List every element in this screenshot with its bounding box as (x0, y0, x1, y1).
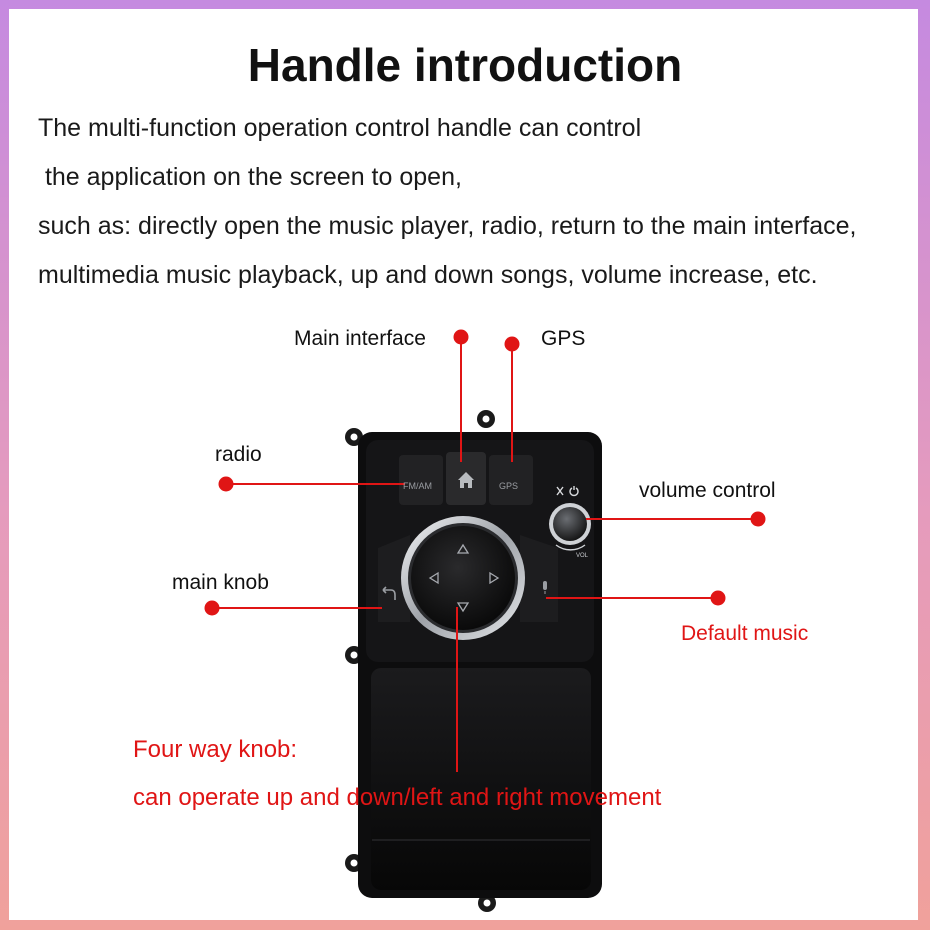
knob-note-description: can operate up and down/left and right m… (133, 784, 662, 811)
callout-dots (204, 329, 766, 616)
fm-am-button-label[interactable]: FM/AM (403, 481, 432, 491)
intro-line-3: such as: directly open the music player,… (38, 212, 857, 240)
callout-main-interface: Main interface (294, 327, 426, 350)
top-button-row (399, 452, 533, 505)
gps-button-label[interactable]: GPS (499, 481, 519, 491)
callout-lines (212, 337, 758, 772)
main-knob[interactable] (401, 516, 525, 640)
vol-label: VOL (576, 553, 589, 559)
callout-gps: GPS (541, 327, 586, 350)
callout-radio: radio (215, 443, 262, 466)
intro-line-2: the application on the screen to open, (38, 163, 462, 191)
volume-knob[interactable] (549, 503, 591, 551)
lower-panel (371, 668, 591, 890)
callout-default-music: Default music (681, 622, 809, 645)
intro-line-4: multimedia music playback, up and down s… (38, 261, 818, 289)
home-icon[interactable] (458, 472, 474, 488)
intro-line-1: The multi-function operation control han… (38, 114, 642, 142)
page-title: Handle introduction (247, 39, 683, 91)
callout-volume-control: volume control (639, 479, 776, 502)
knob-note-title: Four way knob: (133, 736, 298, 763)
callout-main-knob: main knob (172, 571, 269, 594)
mic-icon[interactable] (543, 581, 547, 594)
mute-power-icon (556, 486, 579, 497)
back-arrow-icon[interactable] (382, 586, 396, 600)
